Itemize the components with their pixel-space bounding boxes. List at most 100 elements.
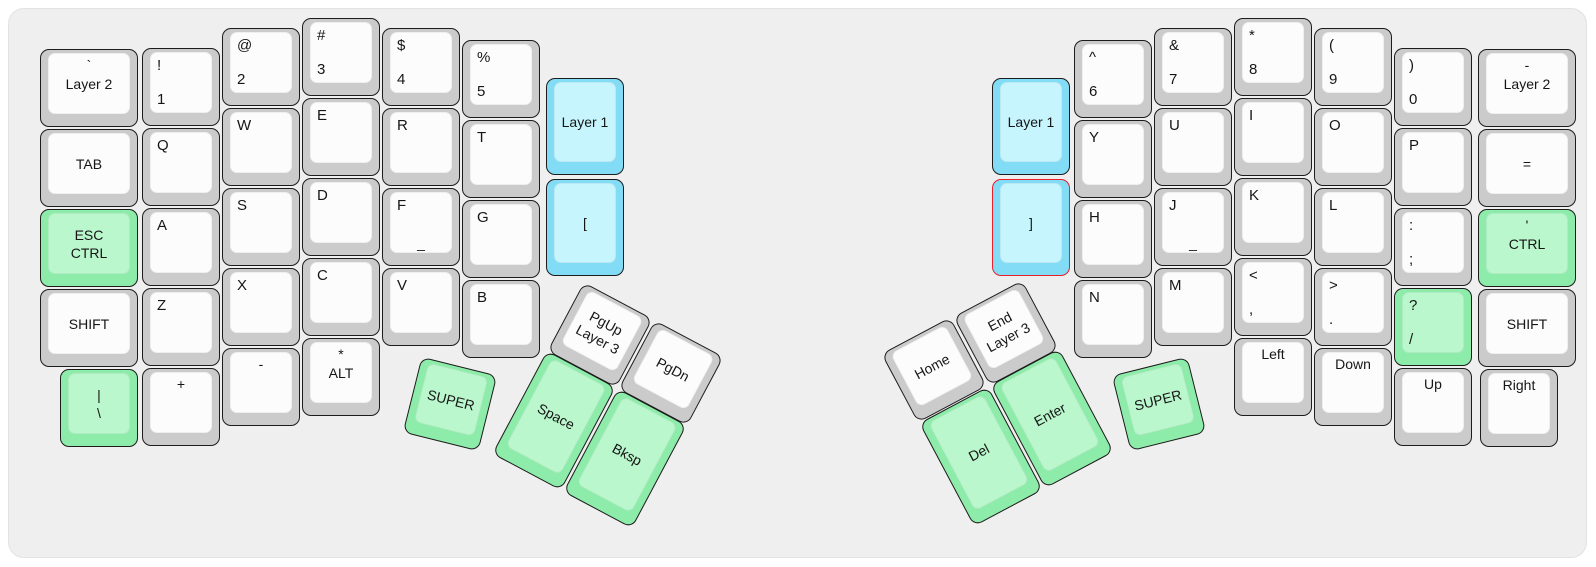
key-left-arrow[interactable]: Left (1234, 338, 1312, 416)
keycap-top: :; (1402, 212, 1464, 273)
key-backtick-layer2[interactable]: `Layer 2 (40, 49, 138, 127)
key-esc-ctrl-legend: ESC CTRL (70, 226, 108, 261)
key-super-right[interactable]: SUPER (1111, 356, 1207, 452)
key-layer1-right[interactable]: Layer 1 (992, 78, 1070, 175)
keycap-top: Home (890, 324, 974, 408)
key-q[interactable]: Q (142, 128, 220, 206)
key-c[interactable]: C (302, 258, 380, 336)
key-equals[interactable]: = (1478, 129, 1576, 207)
key-asterisk-alt-legend: ALT (328, 364, 354, 381)
key-r-legend: R (397, 117, 408, 134)
key-f-legend: F (397, 197, 407, 214)
key-m-legend: M (1169, 277, 1182, 294)
key-f[interactable]: F_ (382, 188, 460, 266)
key-left-bracket[interactable]: [ (546, 179, 624, 276)
key-w[interactable]: W (222, 108, 300, 186)
keycap-top: SUPER (413, 362, 489, 437)
key-minus[interactable]: - (222, 348, 300, 426)
key-t[interactable]: T (462, 120, 540, 198)
key-right-bracket[interactable]: ] (992, 179, 1070, 276)
key-e-legend: E (317, 107, 328, 124)
key-semicolon[interactable]: :; (1394, 208, 1472, 286)
key-n[interactable]: N (1074, 280, 1152, 358)
key-tab[interactable]: TAB (40, 129, 138, 207)
key-j[interactable]: J_ (1154, 188, 1232, 266)
key-d[interactable]: D (302, 178, 380, 256)
key-4[interactable]: $4 (382, 28, 460, 106)
key-p[interactable]: P (1394, 128, 1472, 206)
key-super-left[interactable]: SUPER (402, 356, 498, 452)
key-h[interactable]: H (1074, 200, 1152, 278)
key-shift-right-legend: SHIFT (1506, 315, 1548, 332)
key-pipe-backslash[interactable]: | \ (60, 369, 138, 447)
key-y[interactable]: Y (1074, 120, 1152, 198)
key-down-arrow[interactable]: Down (1314, 348, 1392, 426)
key-asterisk-alt[interactable]: *ALT (302, 338, 380, 416)
key-2[interactable]: @2 (222, 28, 300, 106)
key-home-legend: Home (911, 350, 953, 382)
key-9[interactable]: (9 (1314, 28, 1392, 106)
key-layer1-left[interactable]: Layer 1 (546, 78, 624, 175)
key-super-right-legend: SUPER (1132, 385, 1184, 414)
key-slash[interactable]: ?/ (1394, 288, 1472, 366)
key-6[interactable]: ^6 (1074, 40, 1152, 118)
key-g[interactable]: G (462, 200, 540, 278)
keycap-top: Layer 1 (1000, 82, 1062, 162)
keycap-top: Layer 1 (554, 82, 616, 162)
key-esc-ctrl[interactable]: ESC CTRL (40, 209, 138, 287)
keycap-top: &7 (1162, 32, 1224, 93)
key-1-legend: 1 (157, 91, 166, 108)
key-b[interactable]: B (462, 280, 540, 358)
key-shift-left[interactable]: SHIFT (40, 289, 138, 367)
keycap-top: PgDn (631, 327, 715, 411)
key-n-legend: N (1089, 289, 1100, 306)
keycap-top: T (470, 124, 532, 185)
key-s[interactable]: S (222, 188, 300, 266)
key-up-arrow[interactable]: Up (1394, 368, 1472, 446)
key-right-bracket-legend: ] (1029, 214, 1033, 231)
key-a[interactable]: A (142, 208, 220, 286)
key-period-legend: > (1329, 277, 1338, 294)
key-space-legend: Space (534, 400, 578, 433)
key-k[interactable]: K (1234, 178, 1312, 256)
key-2-legend: 2 (237, 71, 246, 88)
key-k-legend: K (1249, 187, 1260, 204)
key-m[interactable]: M (1154, 268, 1232, 346)
key-backtick-layer2-legend: Layer 2 (65, 75, 113, 92)
key-i[interactable]: I (1234, 98, 1312, 176)
key-r[interactable]: R (382, 108, 460, 186)
key-o[interactable]: O (1314, 108, 1392, 186)
key-8[interactable]: *8 (1234, 18, 1312, 96)
key-7-legend: & (1169, 37, 1180, 54)
key-u[interactable]: U (1154, 108, 1232, 186)
key-shift-right[interactable]: SHIFT (1478, 289, 1576, 367)
key-plus[interactable]: + (142, 368, 220, 446)
key-quote-ctrl[interactable]: 'CTRL (1478, 209, 1576, 287)
key-v[interactable]: V (382, 268, 460, 346)
key-shift-left-legend: SHIFT (68, 315, 110, 332)
key-q-legend: Q (157, 137, 169, 154)
key-layer1-left-legend: Layer 1 (561, 113, 609, 130)
key-5[interactable]: %5 (462, 40, 540, 118)
keycap-top: F_ (390, 192, 452, 253)
key-7[interactable]: &7 (1154, 28, 1232, 106)
key-z[interactable]: Z (142, 288, 220, 366)
key-0[interactable]: )0 (1394, 48, 1472, 126)
key-minus-layer2[interactable]: -Layer 2 (1478, 49, 1576, 127)
keycap-top: N (1082, 284, 1144, 345)
key-period[interactable]: >. (1314, 268, 1392, 346)
key-d-legend: D (317, 187, 328, 204)
key-right-arrow[interactable]: Right (1480, 369, 1558, 447)
key-e[interactable]: E (302, 98, 380, 176)
key-1[interactable]: !1 (142, 48, 220, 126)
key-h-legend: H (1089, 209, 1100, 226)
keycap-top: X (230, 272, 292, 333)
key-o-legend: O (1329, 117, 1341, 134)
keycap-top: J_ (1162, 192, 1224, 253)
key-1-legend: ! (157, 57, 162, 74)
key-l[interactable]: L (1314, 188, 1392, 266)
key-comma[interactable]: <, (1234, 258, 1312, 336)
key-x[interactable]: X (222, 268, 300, 346)
keycap-top: `Layer 2 (48, 53, 130, 114)
key-3[interactable]: #3 (302, 18, 380, 96)
